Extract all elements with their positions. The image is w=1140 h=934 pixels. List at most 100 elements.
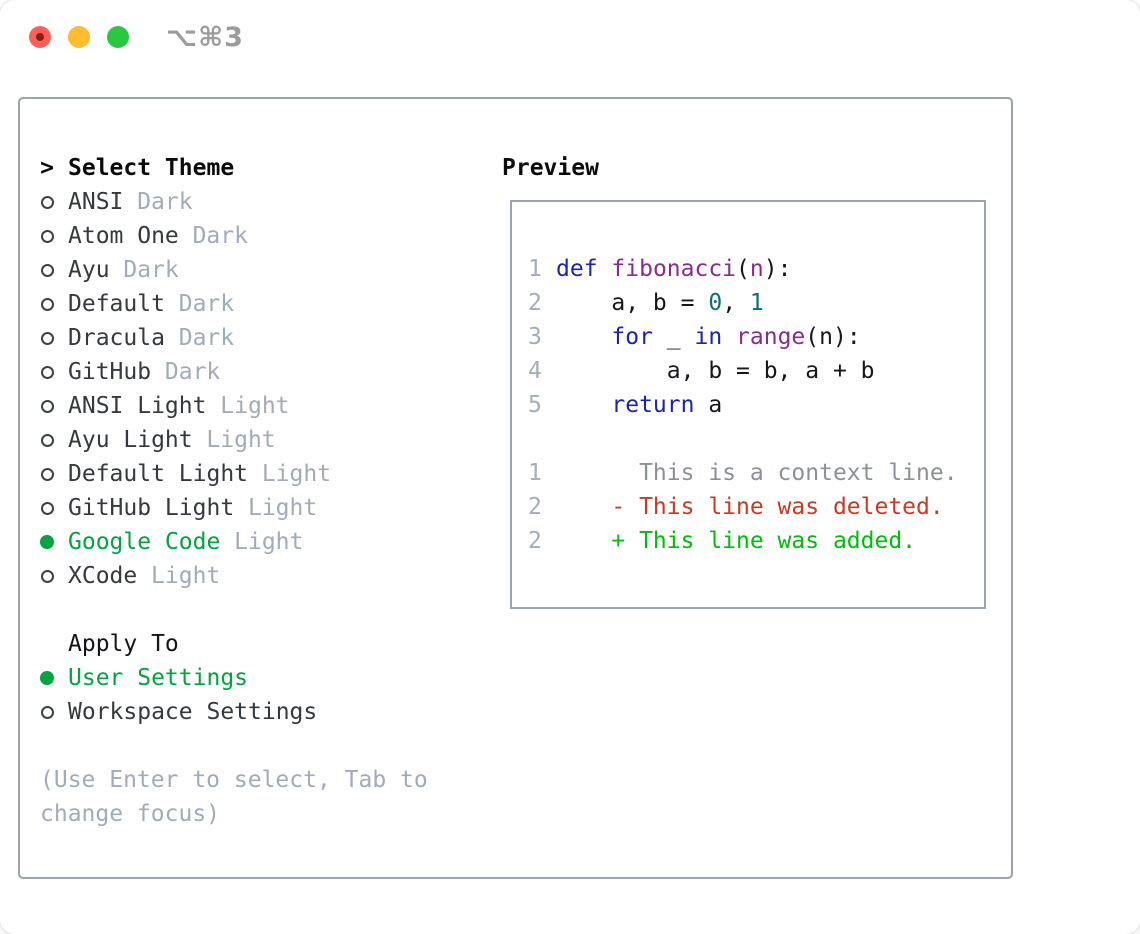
- theme-item-variant: Light: [247, 495, 318, 521]
- apply-option-label: Workspace Settings: [68, 699, 318, 725]
- window-shortcut-label: ⌥⌘3: [166, 22, 244, 53]
- code-segment-plain: [556, 324, 611, 350]
- code-segment-function: range: [736, 324, 806, 350]
- theme-item-name: ANSI: [68, 189, 124, 215]
- diff-line-context: 1 This is a context line.: [528, 456, 958, 490]
- diff-line-deleted: 2 - This line was deleted.: [528, 490, 958, 524]
- theme-item-ansi-light[interactable]: ANSI Light Light: [40, 389, 428, 423]
- radio-selected-icon: [40, 661, 54, 695]
- code-segment-plain: (: [736, 256, 750, 282]
- close-button[interactable]: [29, 26, 51, 48]
- line-number: 2: [528, 494, 542, 520]
- code-segment-plain: [722, 324, 736, 350]
- code-segment-plain: [598, 256, 612, 282]
- theme-item-github-light[interactable]: GitHub Light Light: [40, 491, 428, 525]
- theme-item-ansi[interactable]: ANSI Dark: [40, 185, 428, 219]
- theme-item-variant: Light: [261, 461, 332, 487]
- radio-icon: [40, 219, 54, 253]
- theme-item-variant: Dark: [192, 223, 248, 249]
- theme-item-variant: Light: [234, 529, 304, 555]
- code-segment-plain: a, b = b, a + b: [556, 358, 875, 384]
- apply-option-workspace-settings[interactable]: Workspace Settings: [40, 695, 428, 729]
- code-segment-keyword: return: [611, 392, 695, 418]
- theme-item-name: Atom One: [68, 223, 179, 249]
- select-theme-title: Select Theme: [68, 155, 235, 181]
- theme-item-default-light[interactable]: Default Light Light: [40, 457, 428, 491]
- theme-item-variant: Dark: [164, 359, 221, 385]
- code-segment-plain: a, b =: [556, 290, 709, 316]
- line-number: 3: [528, 324, 542, 350]
- theme-item-variant: Light: [220, 393, 290, 419]
- select-theme-header: > Select Theme: [40, 151, 428, 185]
- theme-item-name: GitHub: [68, 359, 152, 385]
- focus-caret-icon: >: [40, 155, 54, 181]
- diff-text: - This line was deleted.: [556, 494, 944, 520]
- code-segment-plain: ,: [722, 290, 750, 316]
- theme-item-name: GitHub Light: [68, 495, 235, 521]
- theme-item-name: Ayu: [68, 257, 110, 283]
- theme-item-atom-one[interactable]: Atom One Dark: [40, 219, 428, 253]
- zoom-button[interactable]: [107, 26, 129, 48]
- code-segment-plain: _: [652, 324, 695, 350]
- theme-item-variant: Dark: [178, 291, 235, 317]
- radio-icon: [40, 423, 54, 457]
- line-number: 1: [528, 256, 542, 282]
- code-segment-function: n: [749, 256, 764, 282]
- diff-text: This is a context line.: [556, 460, 958, 486]
- theme-item-variant: Dark: [137, 189, 193, 215]
- line-number: 4: [528, 358, 542, 384]
- apply-option-user-settings[interactable]: User Settings: [40, 661, 428, 695]
- code-segment-number: 0: [708, 290, 723, 316]
- code-line: 5 return a: [528, 388, 958, 422]
- radio-icon: [40, 253, 54, 287]
- radio-icon: [40, 389, 54, 423]
- theme-item-xcode[interactable]: XCode Light: [40, 559, 428, 593]
- theme-item-variant: Light: [206, 427, 276, 453]
- theme-item-name: Default Light: [68, 461, 249, 487]
- theme-item-name: XCode: [68, 563, 138, 589]
- diff-block: 1 This is a context line.2 - This line w…: [528, 456, 958, 558]
- radio-icon: [40, 457, 54, 491]
- code-segment-number: 1: [749, 290, 764, 316]
- radio-icon: [40, 321, 54, 355]
- code-line: 3 for _ in range(n):: [528, 320, 958, 354]
- theme-item-google-code[interactable]: Google Code Light: [40, 525, 428, 559]
- preview-title: Preview: [502, 155, 599, 181]
- theme-item-variant: Dark: [178, 325, 235, 351]
- code-segment-plain: a: [694, 392, 723, 418]
- theme-item-name: Ayu Light: [68, 427, 193, 453]
- code-segment-plain: [556, 392, 611, 418]
- theme-item-name: Google Code: [68, 529, 221, 555]
- code-segment-keyword: in: [694, 324, 723, 350]
- line-number: 1: [528, 460, 542, 486]
- theme-item-variant: Light: [151, 563, 221, 589]
- minimize-button[interactable]: [68, 26, 90, 48]
- diff-text: + This line was added.: [556, 528, 917, 554]
- apply-to-header: Apply To: [40, 627, 428, 661]
- code-segment-plain: ):: [763, 256, 792, 282]
- theme-item-name: ANSI Light: [68, 393, 207, 419]
- radio-selected-icon: [40, 525, 54, 559]
- code-segment-function: fibonacci: [611, 256, 737, 282]
- radio-icon: [40, 695, 54, 729]
- radio-icon: [40, 185, 54, 219]
- theme-item-github[interactable]: GitHub Dark: [40, 355, 428, 389]
- theme-item-ayu-light[interactable]: Ayu Light Light: [40, 423, 428, 457]
- code-segment-plain: (n):: [805, 324, 861, 350]
- line-number: 2: [528, 528, 542, 554]
- help-text: (Use Enter to select, Tab to change focu…: [40, 763, 428, 831]
- radio-icon: [40, 491, 54, 525]
- radio-icon: [40, 355, 54, 389]
